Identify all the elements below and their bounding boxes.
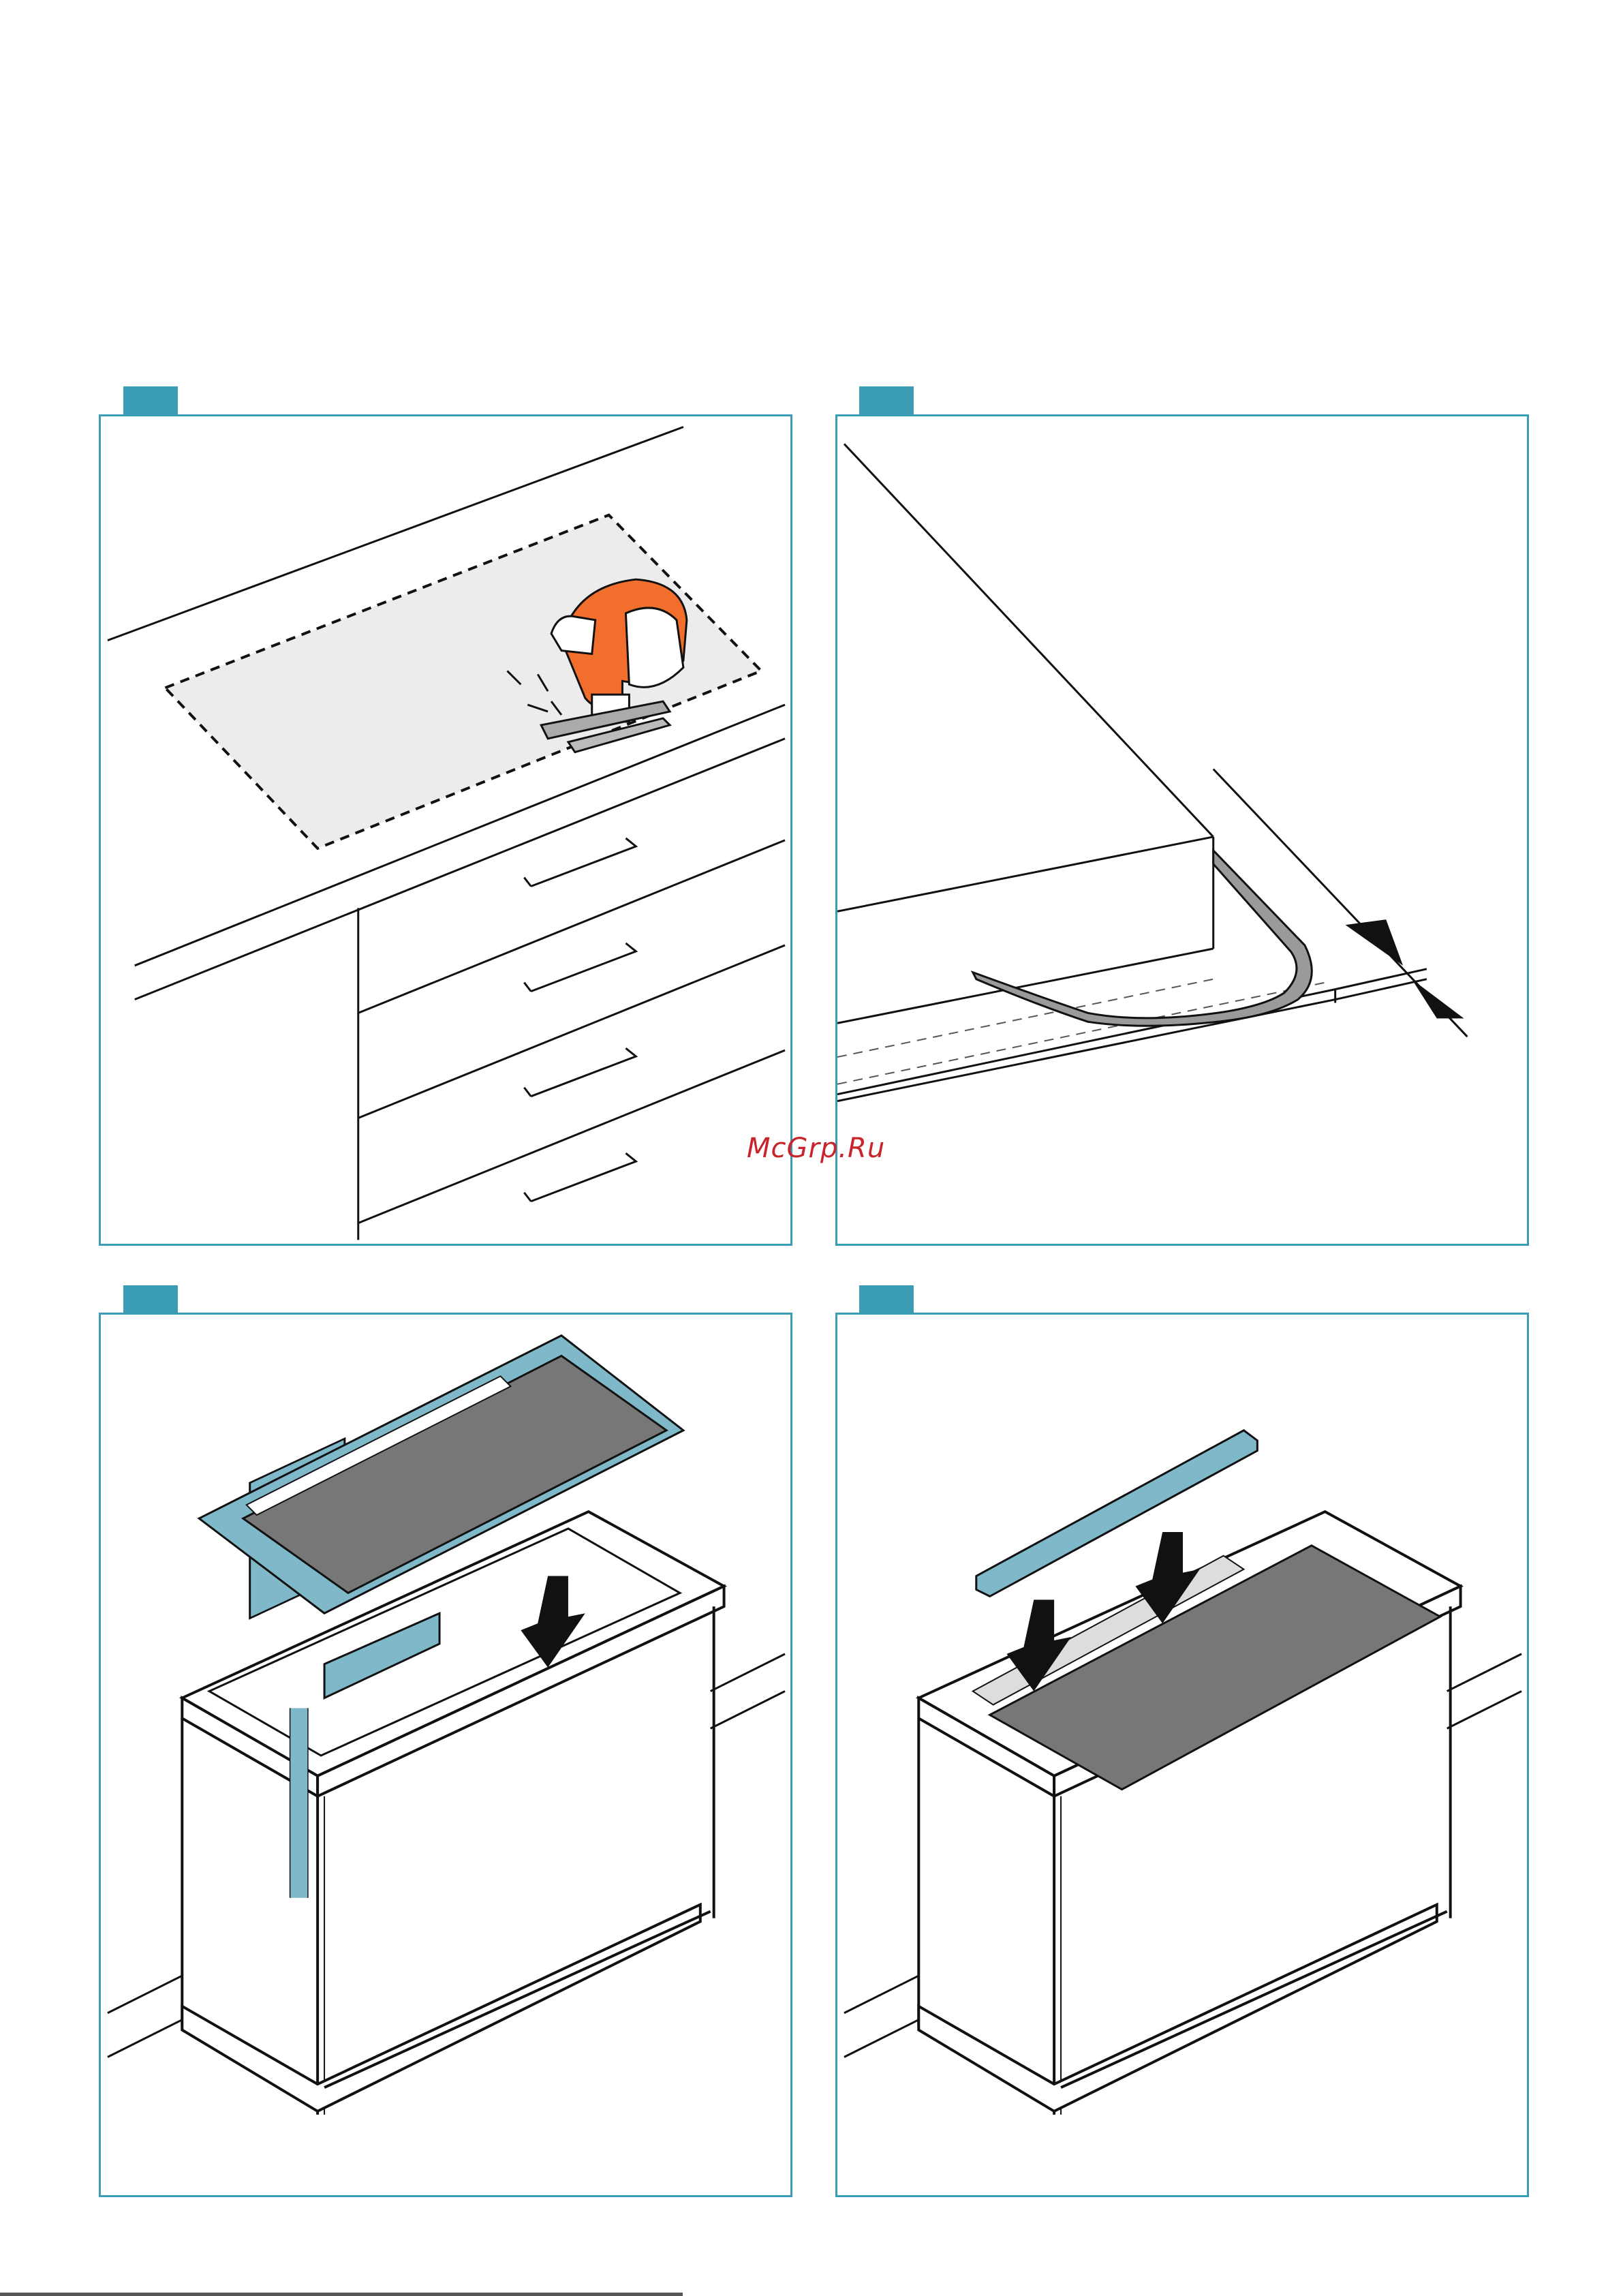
cutout-area (165, 515, 761, 848)
step-2-illustration (835, 414, 1529, 1246)
dimension-arrow-top (1346, 919, 1403, 966)
footer-line (0, 2293, 683, 2296)
step-1-illustration (99, 414, 792, 1246)
vent-cover-illustration (837, 1315, 1527, 2195)
step-4-illustration (835, 1313, 1529, 2197)
sealing-strip (973, 851, 1312, 1026)
watermark: McGrp.Ru (747, 1133, 885, 1164)
hob-insertion-illustration (101, 1315, 790, 2195)
step-3-illustration (99, 1313, 792, 2197)
sealing-strip-illustration (837, 416, 1527, 1244)
drawer-handles (524, 838, 636, 1201)
jigsaw-cutting-illustration (101, 416, 790, 1244)
dimension-arrow-bottom (1412, 979, 1464, 1019)
